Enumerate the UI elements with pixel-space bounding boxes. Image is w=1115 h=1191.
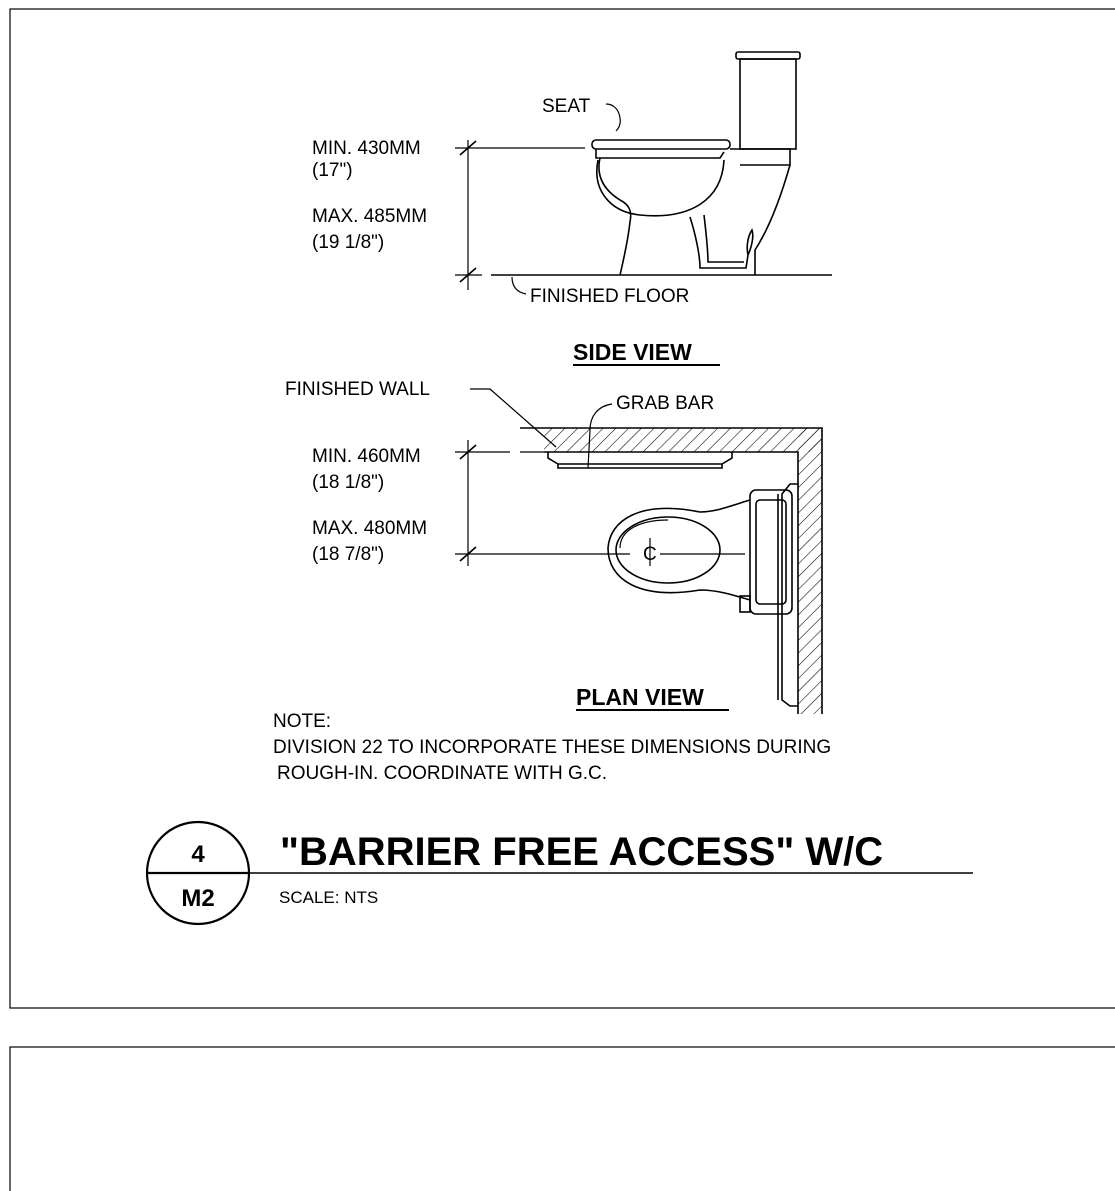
grab-bar-label: GRAB BAR — [616, 393, 714, 414]
scale-label: SCALE: NTS — [279, 888, 378, 907]
note-line-1: DIVISION 22 TO INCORPORATE THESE DIMENSI… — [273, 737, 831, 758]
plan-max-offset-label: MAX. 480MM — [312, 518, 427, 539]
detail-number: 4 — [191, 841, 205, 868]
note-heading: NOTE: — [273, 711, 331, 732]
lower-frame — [9, 1046, 1115, 1191]
side-max-height-imperial: (19 1/8") — [312, 232, 384, 253]
seat-label: SEAT — [542, 96, 591, 117]
finished-wall-label: FINISHED WALL — [285, 379, 430, 400]
side-view-title: SIDE VIEW — [573, 339, 692, 365]
plan-view-title: PLAN VIEW — [576, 684, 704, 710]
note-line-2: ROUGH-IN. COORDINATE WITH G.C. — [277, 763, 607, 784]
side-min-height-label: MIN. 430MM — [312, 138, 421, 159]
plan-view-drawing — [455, 388, 823, 714]
sheet-number: M2 — [181, 885, 214, 912]
detail-title: "BARRIER FREE ACCESS" W/C — [280, 830, 883, 874]
finished-floor-label: FINISHED FLOOR — [530, 286, 689, 307]
plan-min-offset-imperial: (18 1/8") — [312, 472, 384, 493]
upper-frame — [9, 8, 1115, 1009]
side-view-drawing — [455, 51, 832, 295]
side-min-height-imperial: (17") — [312, 160, 353, 181]
centerline-symbol: C — [643, 544, 657, 565]
plan-max-offset-imperial: (18 7/8") — [312, 544, 384, 565]
side-max-height-label: MAX. 485MM — [312, 206, 427, 227]
plan-min-offset-label: MIN. 460MM — [312, 446, 421, 467]
